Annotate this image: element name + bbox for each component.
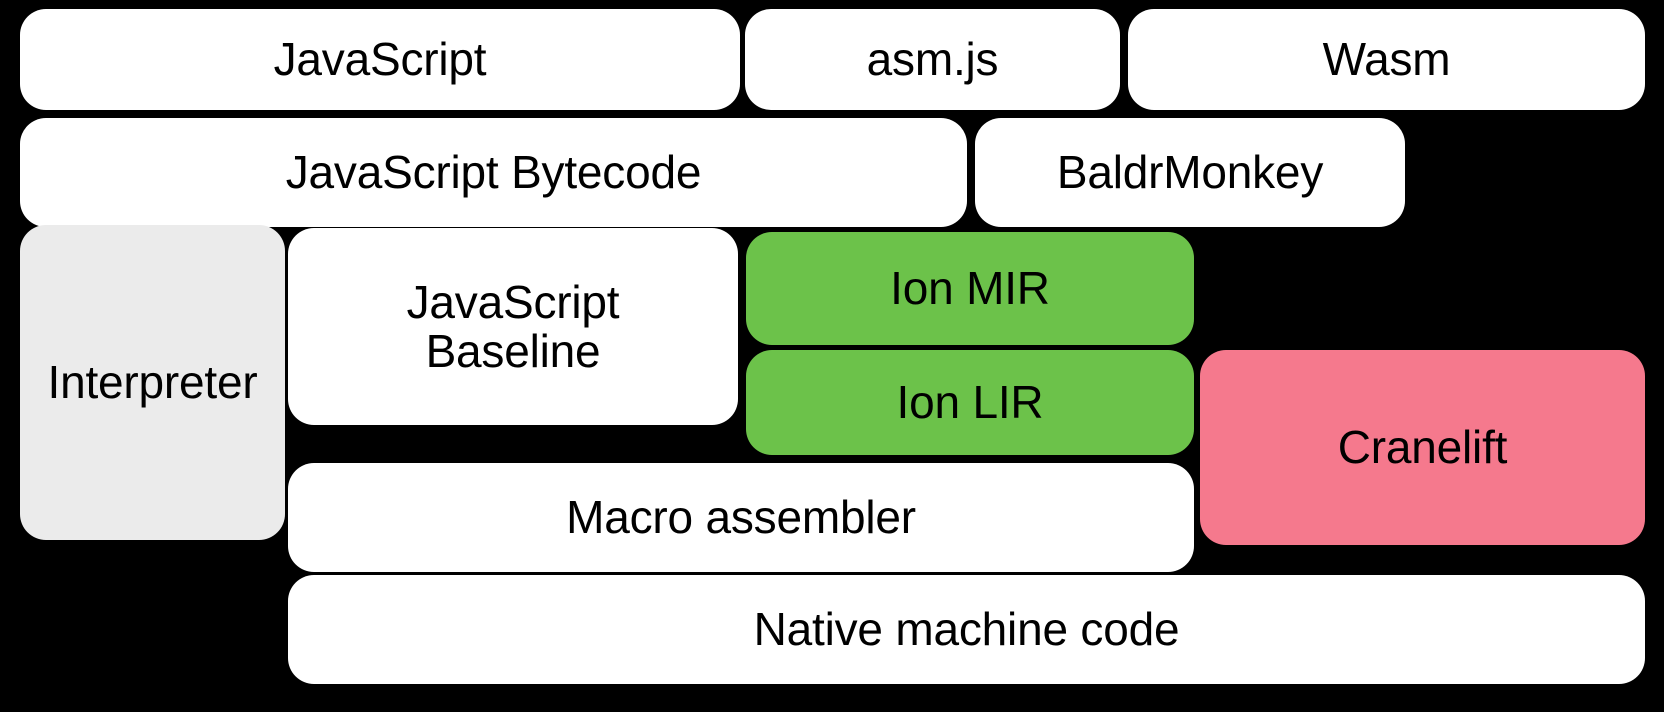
node-wasm[interactable]: Wasm	[1128, 9, 1645, 110]
node-native-machine-code-label: Native machine code	[753, 603, 1180, 656]
node-interpreter-label: Interpreter	[47, 356, 258, 409]
node-ion-lir[interactable]: Ion LIR	[746, 350, 1194, 455]
node-cranelift[interactable]: Cranelift	[1200, 350, 1645, 545]
node-macro-assembler[interactable]: Macro assembler	[288, 463, 1194, 572]
node-javascript-bytecode[interactable]: JavaScript Bytecode	[20, 118, 967, 227]
node-javascript-baseline[interactable]: JavaScript Baseline	[288, 228, 738, 425]
node-baldrmonkey-label: BaldrMonkey	[1056, 146, 1324, 199]
node-ion-mir-label: Ion MIR	[890, 262, 1050, 315]
node-javascript-baseline-label: JavaScript Baseline	[406, 275, 620, 377]
node-cranelift-label: Cranelift	[1337, 421, 1508, 474]
node-javascript-bytecode-label: JavaScript Bytecode	[285, 146, 702, 199]
node-asm-js[interactable]: asm.js	[745, 9, 1120, 110]
node-asm-js-label: asm.js	[866, 33, 999, 86]
node-javascript[interactable]: JavaScript	[20, 9, 740, 110]
node-interpreter[interactable]: Interpreter	[20, 225, 285, 540]
node-macro-assembler-label: Macro assembler	[566, 491, 916, 544]
node-wasm-label: Wasm	[1322, 33, 1451, 86]
node-ion-lir-label: Ion LIR	[896, 376, 1044, 429]
node-native-machine-code[interactable]: Native machine code	[288, 575, 1645, 684]
node-javascript-label: JavaScript	[273, 33, 487, 86]
node-baldrmonkey[interactable]: BaldrMonkey	[975, 118, 1405, 227]
node-ion-mir[interactable]: Ion MIR	[746, 232, 1194, 345]
